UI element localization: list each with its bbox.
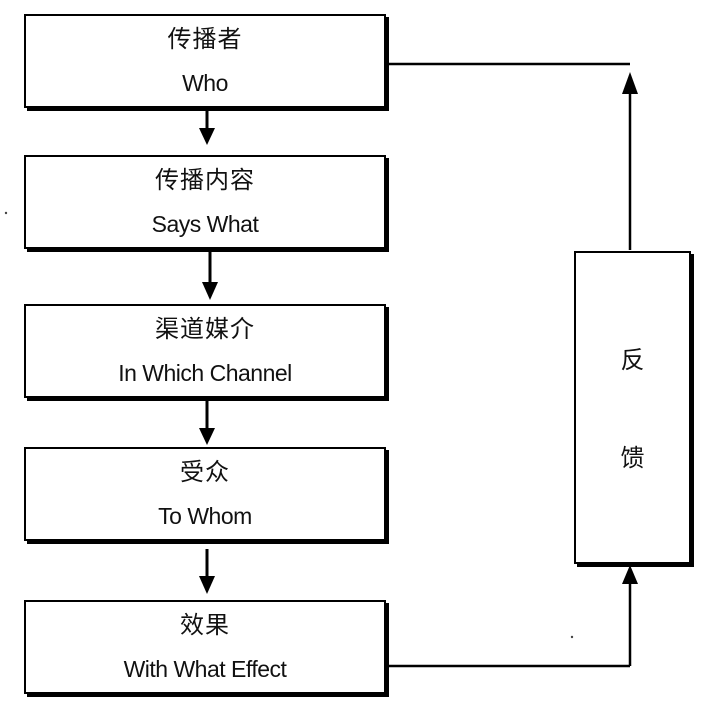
- feedback-path-bottom: [387, 565, 638, 668]
- feedback-label-char: 馈: [620, 444, 645, 472]
- feedback-label-char: 反: [620, 346, 645, 374]
- stage-label-en: With What Effect: [123, 656, 287, 682]
- stage-label-cn: 传播内容: [155, 166, 255, 194]
- stage-label-cn: 渠道媒介: [155, 315, 255, 343]
- stage-arrow: [202, 252, 218, 300]
- stage-label-cn: 受众: [180, 458, 230, 486]
- scan-speck: [4, 211, 8, 215]
- stage-label-en: In Which Channel: [118, 360, 292, 386]
- stage-box-to-whom: 受众 To Whom: [24, 447, 386, 541]
- stage-label-en: To Whom: [158, 503, 252, 529]
- feedback-box: 反 馈: [574, 251, 691, 564]
- stage-label-cn: 传播者: [167, 25, 243, 53]
- stage-box-effect: 效果 With What Effect: [24, 600, 386, 694]
- scan-speck: [570, 635, 574, 639]
- stage-box-says-what: 传播内容 Says What: [24, 155, 386, 249]
- stage-box-channel: 渠道媒介 In Which Channel: [24, 304, 386, 398]
- stage-label-cn: 效果: [180, 611, 230, 639]
- stage-box-who: 传播者 Who: [24, 14, 386, 108]
- feedback-path-top: [387, 62, 638, 250]
- stage-label-en: Says What: [151, 211, 259, 237]
- stage-arrow: [199, 549, 215, 594]
- stage-arrow: [199, 110, 215, 145]
- stage-label-en: Who: [182, 70, 228, 96]
- stage-arrow: [199, 401, 215, 445]
